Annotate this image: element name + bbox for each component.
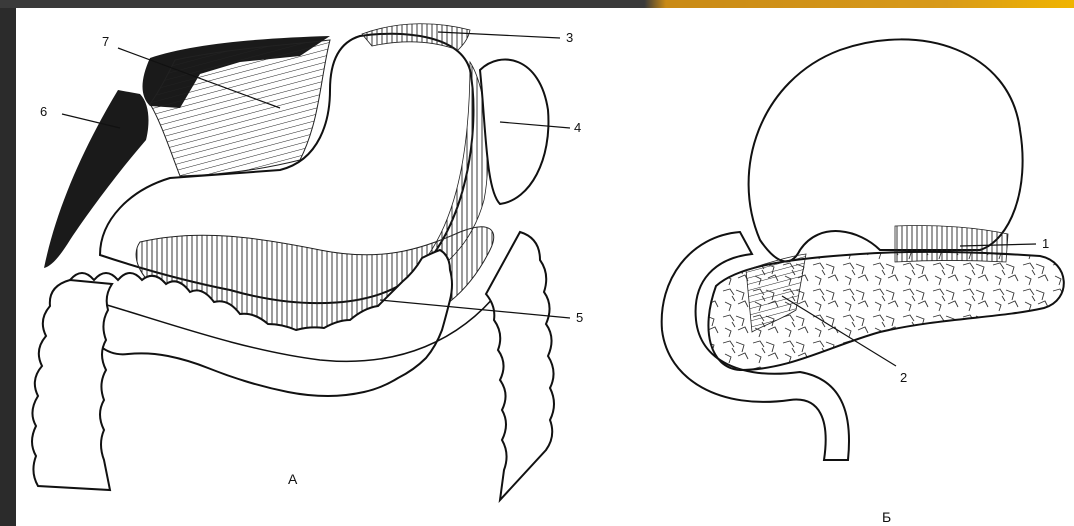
label-5: 5 <box>576 310 583 325</box>
caption-a: А <box>288 471 298 487</box>
ligament-7-hatch <box>150 40 330 176</box>
ascending-colon <box>32 280 112 490</box>
label-6: 6 <box>40 104 47 119</box>
stomach-b-outline <box>749 39 1023 261</box>
caption-b: Б <box>882 509 891 525</box>
label-4: 4 <box>574 120 581 135</box>
label-1: 1 <box>1042 236 1049 251</box>
figure-b: 1 2 Б <box>662 39 1064 525</box>
label-2: 2 <box>900 370 907 385</box>
label-7: 7 <box>102 34 109 49</box>
figure-a: 7 6 3 4 5 А <box>32 24 583 500</box>
pylorus-organ <box>480 59 548 204</box>
label-3: 3 <box>566 30 573 45</box>
descending-colon <box>486 232 554 500</box>
